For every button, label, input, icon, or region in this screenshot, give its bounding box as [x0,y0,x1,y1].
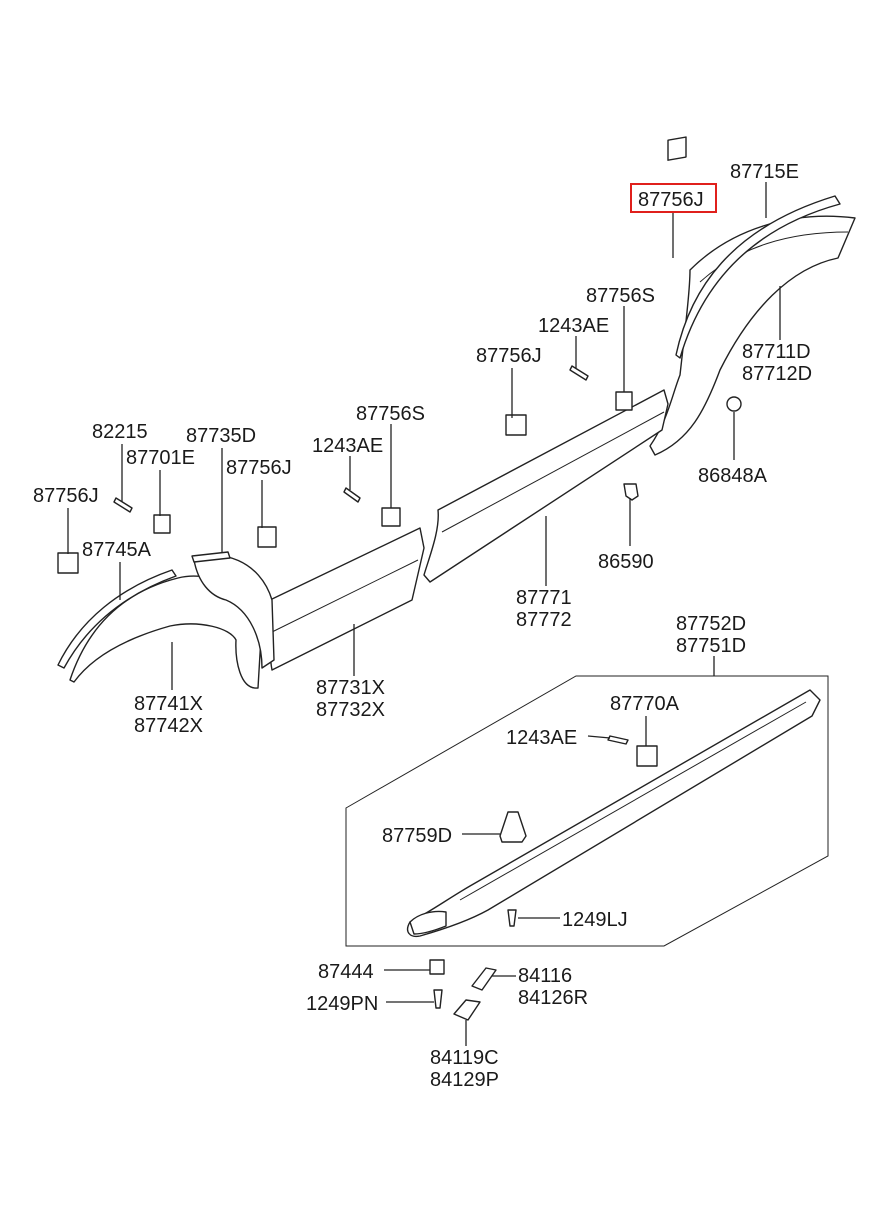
screw-1249LJ-icon [507,909,517,927]
fender-extension-strip [191,551,231,563]
sill-molding-box [345,675,829,947]
label-87772[interactable]: 87772 [516,609,572,631]
label-1249PN[interactable]: 1249PN [306,993,378,1015]
nut-87444-icon [429,959,445,975]
label-87741X[interactable]: 87741X [134,693,203,715]
label-87711D[interactable]: 87711D [742,341,811,363]
clip-87701E-icon [153,514,171,534]
clip-87756S-mid-icon [381,507,401,527]
leader-1243AE-box [587,735,611,739]
label-84119C[interactable]: 84119C [430,1047,499,1069]
screw-1243AE-box-icon [607,735,629,745]
clip-87770A-icon [636,745,658,767]
label-86848A[interactable]: 86848A [698,465,768,487]
rear-door-molding [423,389,669,583]
clip-87756J-left-icon [57,552,79,574]
screw-1243AE-mid-icon [343,487,361,503]
rear-door-molding-line [441,411,665,533]
label-87731X[interactable]: 87731X [316,677,385,699]
label-87712D[interactable]: 87712D [742,363,812,385]
label-87752D[interactable]: 87752D [676,613,746,635]
label-87756J-left2[interactable]: 87756J [226,457,292,479]
label-87771[interactable]: 87771 [516,587,572,609]
label-1243AE-top[interactable]: 1243AE [538,315,609,337]
fender-extension-molding [193,554,275,669]
screw-82215-icon [113,497,133,513]
label-84129P[interactable]: 84129P [430,1069,499,1091]
label-84116[interactable]: 84116 [518,965,572,987]
label-87756J-mid[interactable]: 87756J [476,345,542,367]
clip-87756J-top-icon [667,136,687,161]
clip-87756J-mid-icon [505,414,527,436]
label-87756J-left[interactable]: 87756J [33,485,99,507]
front-arch-strip [57,569,177,669]
front-door-molding-line [271,559,419,633]
label-87756S-mid[interactable]: 87756S [356,403,425,425]
label-87735D[interactable]: 87735D [186,425,256,447]
front-door-molding [269,527,425,671]
label-1243AE-mid[interactable]: 1243AE [312,435,383,457]
sill-end-cap [409,910,447,935]
highlight-box [630,183,717,213]
label-1249LJ[interactable]: 1249LJ [562,909,628,931]
label-87715E[interactable]: 87715E [730,161,799,183]
label-87701E[interactable]: 87701E [126,447,195,469]
clip-87756S-top-icon [615,391,633,411]
pad-84119C-icon [453,999,481,1021]
label-1243AE-box[interactable]: 1243AE [506,727,577,749]
label-87756J-top[interactable]: 87756J [638,189,704,211]
label-82215[interactable]: 82215 [92,421,148,443]
rear-wheel-arch-molding [649,215,856,456]
label-87745A[interactable]: 87745A [82,539,152,561]
label-84126R[interactable]: 84126R [518,987,588,1009]
label-87770A[interactable]: 87770A [610,693,680,715]
clip-87756J-left2-icon [257,526,277,548]
grommet-86848A-icon [726,396,742,412]
side-sill-molding-line [459,701,807,901]
clip-87759D-icon [499,811,527,843]
screw-1249PN-icon [433,989,443,1009]
label-87759D[interactable]: 87759D [382,825,452,847]
label-86590[interactable]: 86590 [598,551,654,573]
clip-86590-icon [623,483,639,501]
screw-1243AE-top-icon [569,365,589,381]
rear-arch-strip [675,195,841,359]
label-87732X[interactable]: 87732X [316,699,385,721]
label-87751D[interactable]: 87751D [676,635,746,657]
label-87742X[interactable]: 87742X [134,715,203,737]
label-87756S-top[interactable]: 87756S [586,285,655,307]
label-87444[interactable]: 87444 [318,961,374,983]
side-sill-molding [406,689,821,938]
pad-84116-icon [471,967,497,991]
